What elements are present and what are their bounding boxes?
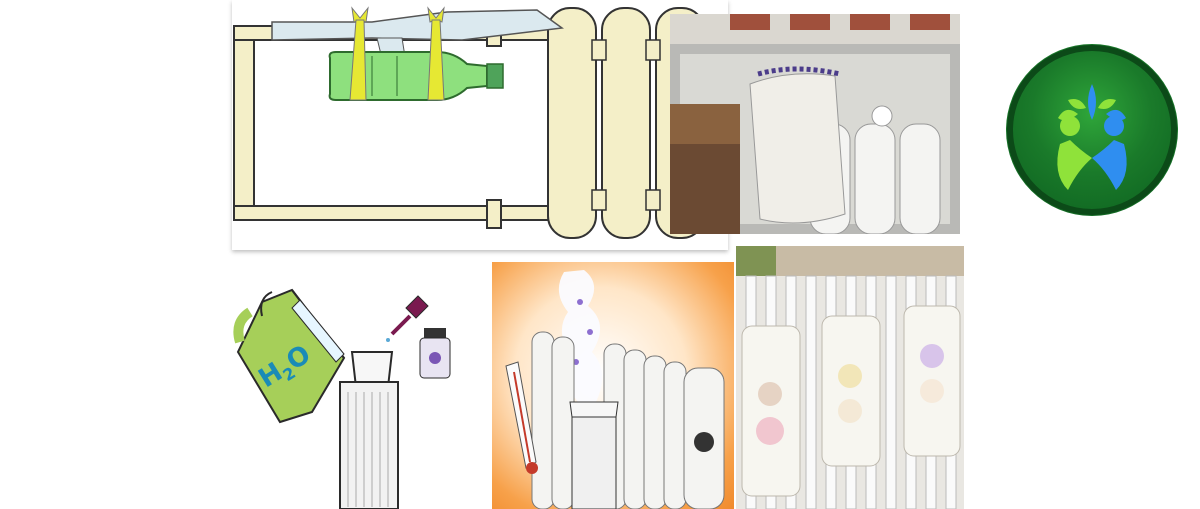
ceramic-vase-icon [741, 305, 961, 497]
steaming-radiator-illustration [492, 262, 734, 509]
bottle-icon [328, 51, 504, 101]
water-pitcher-and-aroma-drops: H2O [232, 262, 490, 509]
brand-logo [1006, 44, 1178, 216]
thermometer-icon [505, 361, 538, 474]
tree-people-logo-icon [1007, 45, 1177, 215]
ceramic-radiator-humidifiers-photo [736, 246, 964, 509]
oil-bottle-icon [419, 328, 451, 379]
dropper-icon [386, 295, 429, 342]
flower-pot-icon [730, 14, 950, 30]
cloth-on-radiator-photo [670, 14, 960, 234]
bottle-humidifier-diagram [232, 0, 728, 250]
radiator-icon [531, 331, 725, 509]
pitcher-icon [233, 288, 346, 424]
ribbon-icon [349, 6, 445, 101]
humidifier-box-icon [339, 351, 399, 509]
